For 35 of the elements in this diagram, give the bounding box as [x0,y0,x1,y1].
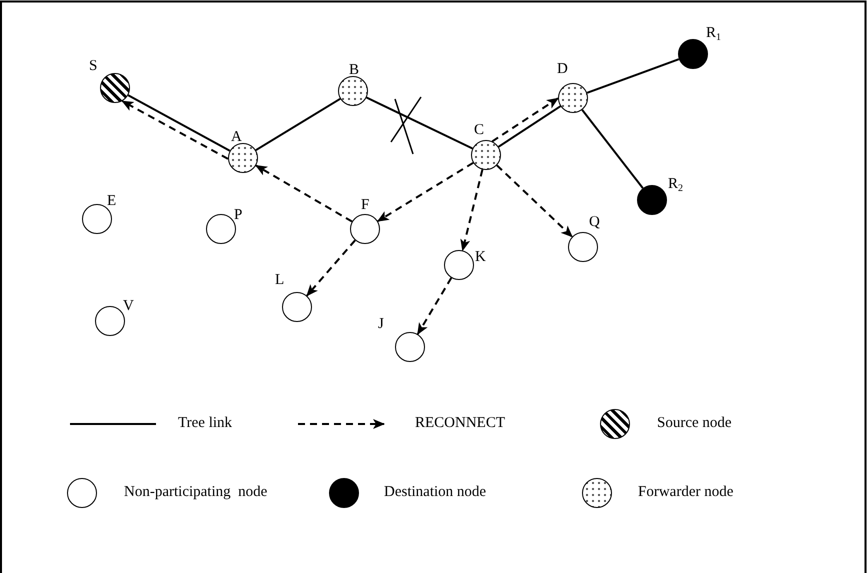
node-label: S [89,58,98,74]
tree-link-line [128,94,230,152]
legend-label: Tree link [178,414,232,432]
dashed-arrow [255,164,352,222]
tree-link-line [255,98,341,152]
node-label: V [123,298,134,314]
dashed-arrow [460,169,484,252]
node-label: R$_{1}$ [706,25,722,45]
dashed-arrow [121,100,228,160]
legend-label: Source node [657,414,732,432]
legend-label: Forwarder node [638,483,734,501]
dashed-arrow [376,162,474,222]
node-label: R$_{2}$ [668,176,684,196]
node-label: D [557,61,568,77]
node-label: A [231,129,242,145]
tree-link-line [366,96,473,150]
node-label: L [275,272,284,288]
legend-label: Non-participating node [124,483,268,501]
legend-label: RECONNECT [415,414,505,432]
node-label: B [349,62,360,78]
node-label: K [475,249,486,265]
node-label: E [107,193,116,209]
node-label: F [361,197,370,213]
dashed-arrow [492,97,559,142]
tree-link-line [581,109,644,189]
node-label: C [474,122,484,138]
node-label: P [234,207,242,223]
tree-link-line [586,58,680,94]
dashed-arrow [306,240,356,296]
dashed-arrow [416,277,452,335]
tree-link-line [498,105,562,148]
dashed-arrow [496,164,573,238]
node-label: Q [589,214,600,230]
legend-label: Destination node [384,483,486,501]
node-label: J [378,316,384,332]
